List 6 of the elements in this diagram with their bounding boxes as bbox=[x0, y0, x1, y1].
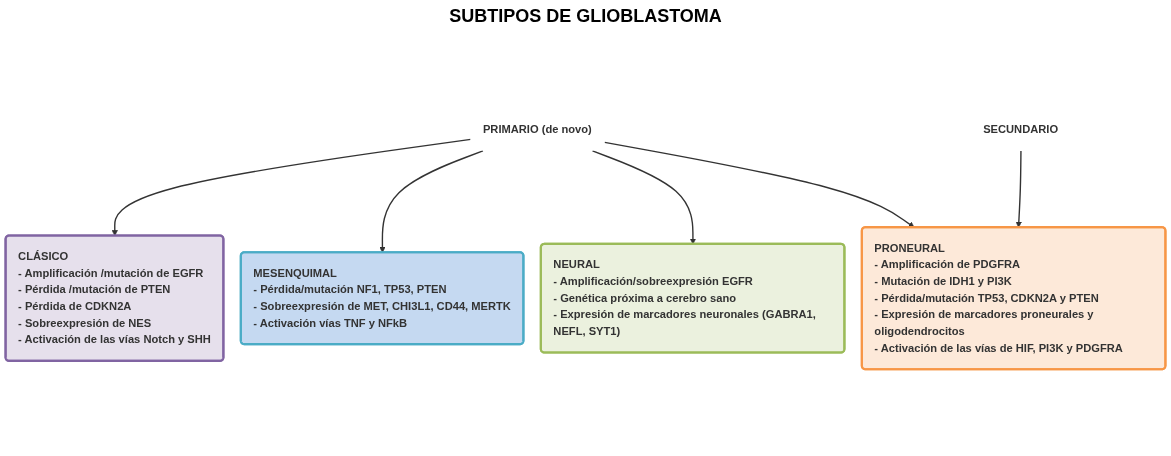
arrow bbox=[1015, 150, 1022, 228]
arrow bbox=[604, 141, 915, 228]
arrow bbox=[379, 150, 484, 253]
node-text: PRIMARIO (de novo) bbox=[482, 123, 592, 136]
diagram-title: SUBTIPOS DE GLIOBLASTOMA bbox=[448, 6, 723, 27]
node-text: SECUNDARIO bbox=[983, 123, 1059, 136]
